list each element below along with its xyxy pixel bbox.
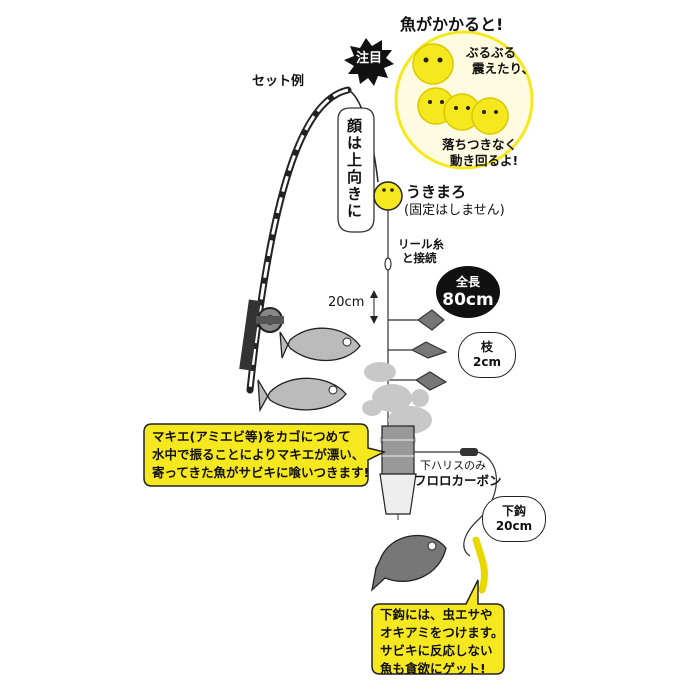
makie-callout-line: 水中で振ることによりマキエが漂い、 <box>152 447 365 463</box>
branch-value: 2cm <box>473 355 501 369</box>
total-length-label: 全長 <box>455 275 480 289</box>
branch-length-badge: 枝 2cm <box>458 332 516 378</box>
bait-callout-line: 下鈎には、虫エサや <box>380 607 493 622</box>
worm-bait-icon <box>472 536 488 594</box>
bait-callout-bubble <box>371 579 505 675</box>
bite-text-1: ぶるぶる <box>466 45 517 60</box>
bite-text-4: 動き回るよ! <box>450 153 519 168</box>
total-length-badge: 全長 80cm <box>436 266 500 318</box>
attention-burst-icon <box>344 38 394 86</box>
makie-callout: マキエ(アミエビ等)をカゴにつめて 水中で振ることによりマキエが漂い、 寄ってき… <box>152 428 369 482</box>
lower-hook-label: 下鈎 <box>501 504 526 518</box>
ukimaro-label: うきまろ <box>406 183 467 201</box>
makie-callout-line: マキエ(アミエビ等)をカゴにつめて <box>152 429 351 444</box>
fish-bite-title: 魚がかかると! <box>400 15 504 34</box>
spacing-marker <box>370 290 378 324</box>
reel-line-label-2: と接続 <box>402 251 437 265</box>
rockfish-icon <box>371 534 447 592</box>
spacing-label: 20cm <box>328 295 365 310</box>
face-up-bubble <box>337 107 375 233</box>
reel-line-label-1: リール糸 <box>398 237 444 251</box>
makie-callout-line: 寄ってきた魚がサビキに喰いつきます! <box>152 465 370 481</box>
horse-mackerel-icon-2 <box>257 377 347 413</box>
branch-label: 枝 <box>480 340 493 354</box>
horse-mackerel-icon <box>279 327 361 362</box>
not-fixed-label: (固定はしません) <box>404 203 505 218</box>
chum-basket-icon <box>379 425 417 520</box>
total-length-value: 80cm <box>442 290 494 310</box>
makie-callout-bubble <box>143 423 387 487</box>
bite-text-3: 落ちつきなく <box>442 137 518 152</box>
ukimaro-float-icon <box>373 181 403 211</box>
fluorocarbon-label: フロロカーボン <box>414 473 502 488</box>
bait-callout: 下鈎には、虫エサや オキアミをつけます。 サビキに反応しない 魚も貪欲にゲット! <box>380 606 504 679</box>
chuumoku-label: 注目 <box>356 51 383 66</box>
face-up-text: 顔は上向きに <box>345 118 363 220</box>
bite-text-2: 震えたり、 <box>472 61 535 76</box>
bait-callout-line: 魚も貪欲にゲット! <box>380 661 486 677</box>
set-example-label: セット例 <box>252 74 305 89</box>
sabiki-hooks <box>388 309 448 391</box>
bait-callout-line: オキアミをつけます。 <box>380 625 504 641</box>
lower-hook-badge: 下鈎 20cm <box>482 496 546 542</box>
lower-hook-value: 20cm <box>495 519 533 533</box>
lower-harisu-label: 下ハリスのみ <box>420 459 486 472</box>
lower-leader <box>414 448 497 557</box>
float-faces-icon <box>412 43 509 135</box>
bait-callout-line: サビキに反応しない <box>380 643 493 659</box>
reel-icon <box>256 307 284 333</box>
